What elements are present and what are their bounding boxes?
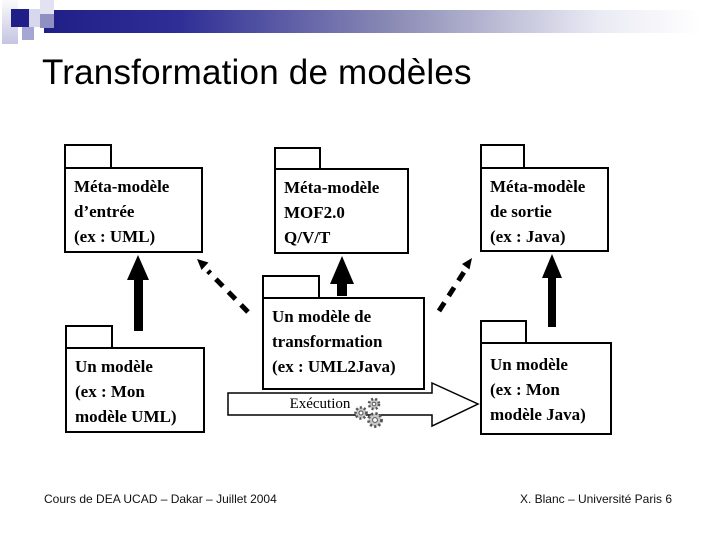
dashed-arrow-right — [436, 258, 472, 313]
box-text-line: (ex : Java) — [490, 227, 566, 246]
deco-square-light — [29, 9, 40, 27]
folder-body: Méta-modèle d’entrée (ex : UML) — [64, 167, 203, 253]
folder-body: Un modèle (ex : Mon modèle Java) — [480, 342, 612, 435]
box-text-line: Méta-modèle — [284, 178, 380, 197]
box-text-line: Un modèle de — [272, 307, 372, 326]
dashed-arrow-left — [197, 259, 250, 314]
header-accent-bar — [44, 10, 720, 33]
box-metamodel-mof: Méta-modèle MOF2.0 Q/V/T — [274, 147, 409, 254]
folder-tab — [480, 144, 525, 167]
box-text-line: (ex : Mon — [75, 382, 145, 401]
box-text-line: modèle UML) — [75, 407, 177, 426]
box-text-line: Méta-modèle — [74, 177, 170, 196]
box-text-line: de sortie — [490, 202, 552, 221]
up-arrow-right — [542, 254, 562, 327]
box-metamodel-output: Méta-modèle de sortie (ex : Java) — [480, 144, 609, 252]
folder-body: Un modèle (ex : Mon modèle UML) — [65, 347, 205, 433]
box-model-output: Un modèle (ex : Mon modèle Java) — [480, 320, 612, 435]
footer-author: X. Blanc – Université Paris 6 — [519, 492, 672, 506]
folder-tab — [274, 147, 321, 168]
deco-square-mid — [40, 14, 54, 28]
folder-tab — [64, 144, 112, 167]
box-text-line: Un modèle — [75, 357, 153, 376]
box-text-line: Méta-modèle — [490, 177, 586, 196]
folder-body: Un modèle de transformation (ex : UML2Ja… — [262, 297, 425, 390]
box-transformation-model: Un modèle de transformation (ex : UML2Ja… — [262, 275, 425, 390]
box-text-line: (ex : UML) — [74, 227, 156, 246]
folder-tab — [262, 275, 320, 297]
folder-body: Méta-modèle MOF2.0 Q/V/T — [274, 168, 409, 254]
execution-label: Exécution — [289, 396, 351, 412]
deco-navy-square — [11, 9, 29, 27]
footer-course: Cours de DEA UCAD – Dakar – Juillet 2004 — [44, 492, 277, 506]
box-text-line: (ex : UML2Java) — [272, 357, 396, 376]
box-metamodel-input: Méta-modèle d’entrée (ex : UML) — [64, 144, 203, 253]
box-text-line: d’entrée — [74, 202, 135, 221]
up-arrow-left — [127, 255, 149, 331]
folder-body: Méta-modèle de sortie (ex : Java) — [480, 167, 609, 252]
box-text-line: MOF2.0 — [284, 203, 345, 222]
folder-tab — [65, 325, 113, 347]
deco-square-pale — [40, 0, 54, 14]
box-text-line: (ex : Mon — [490, 380, 560, 399]
slide-title: Transformation de modèles — [42, 53, 472, 92]
box-model-input: Un modèle (ex : Mon modèle UML) — [65, 325, 205, 433]
folder-tab — [480, 320, 527, 342]
box-text-line: transformation — [272, 332, 383, 351]
box-text-line: Un modèle — [490, 355, 568, 374]
deco-square-soft — [22, 27, 34, 40]
box-text-line: modèle Java) — [490, 405, 586, 424]
box-text-line: Q/V/T — [284, 228, 331, 247]
